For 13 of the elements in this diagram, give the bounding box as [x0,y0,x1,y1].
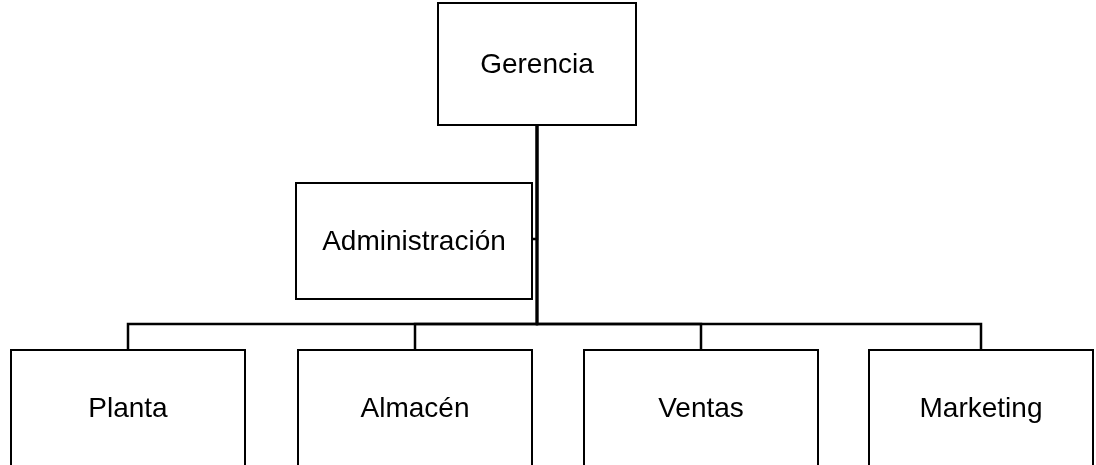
org-box [10,349,246,465]
box-label: Marketing [919,392,1043,424]
connector-line [535,126,983,349]
box-label: Ventas [658,392,744,424]
box-label: Gerencia [480,48,594,80]
box-label: Almacén [360,392,470,424]
org-box [437,2,637,126]
org-box [297,349,533,465]
org-box [295,182,533,300]
box-label: Planta [88,392,168,424]
org-box [583,349,819,465]
org-box [868,349,1094,465]
box-label: Administración [322,225,506,257]
